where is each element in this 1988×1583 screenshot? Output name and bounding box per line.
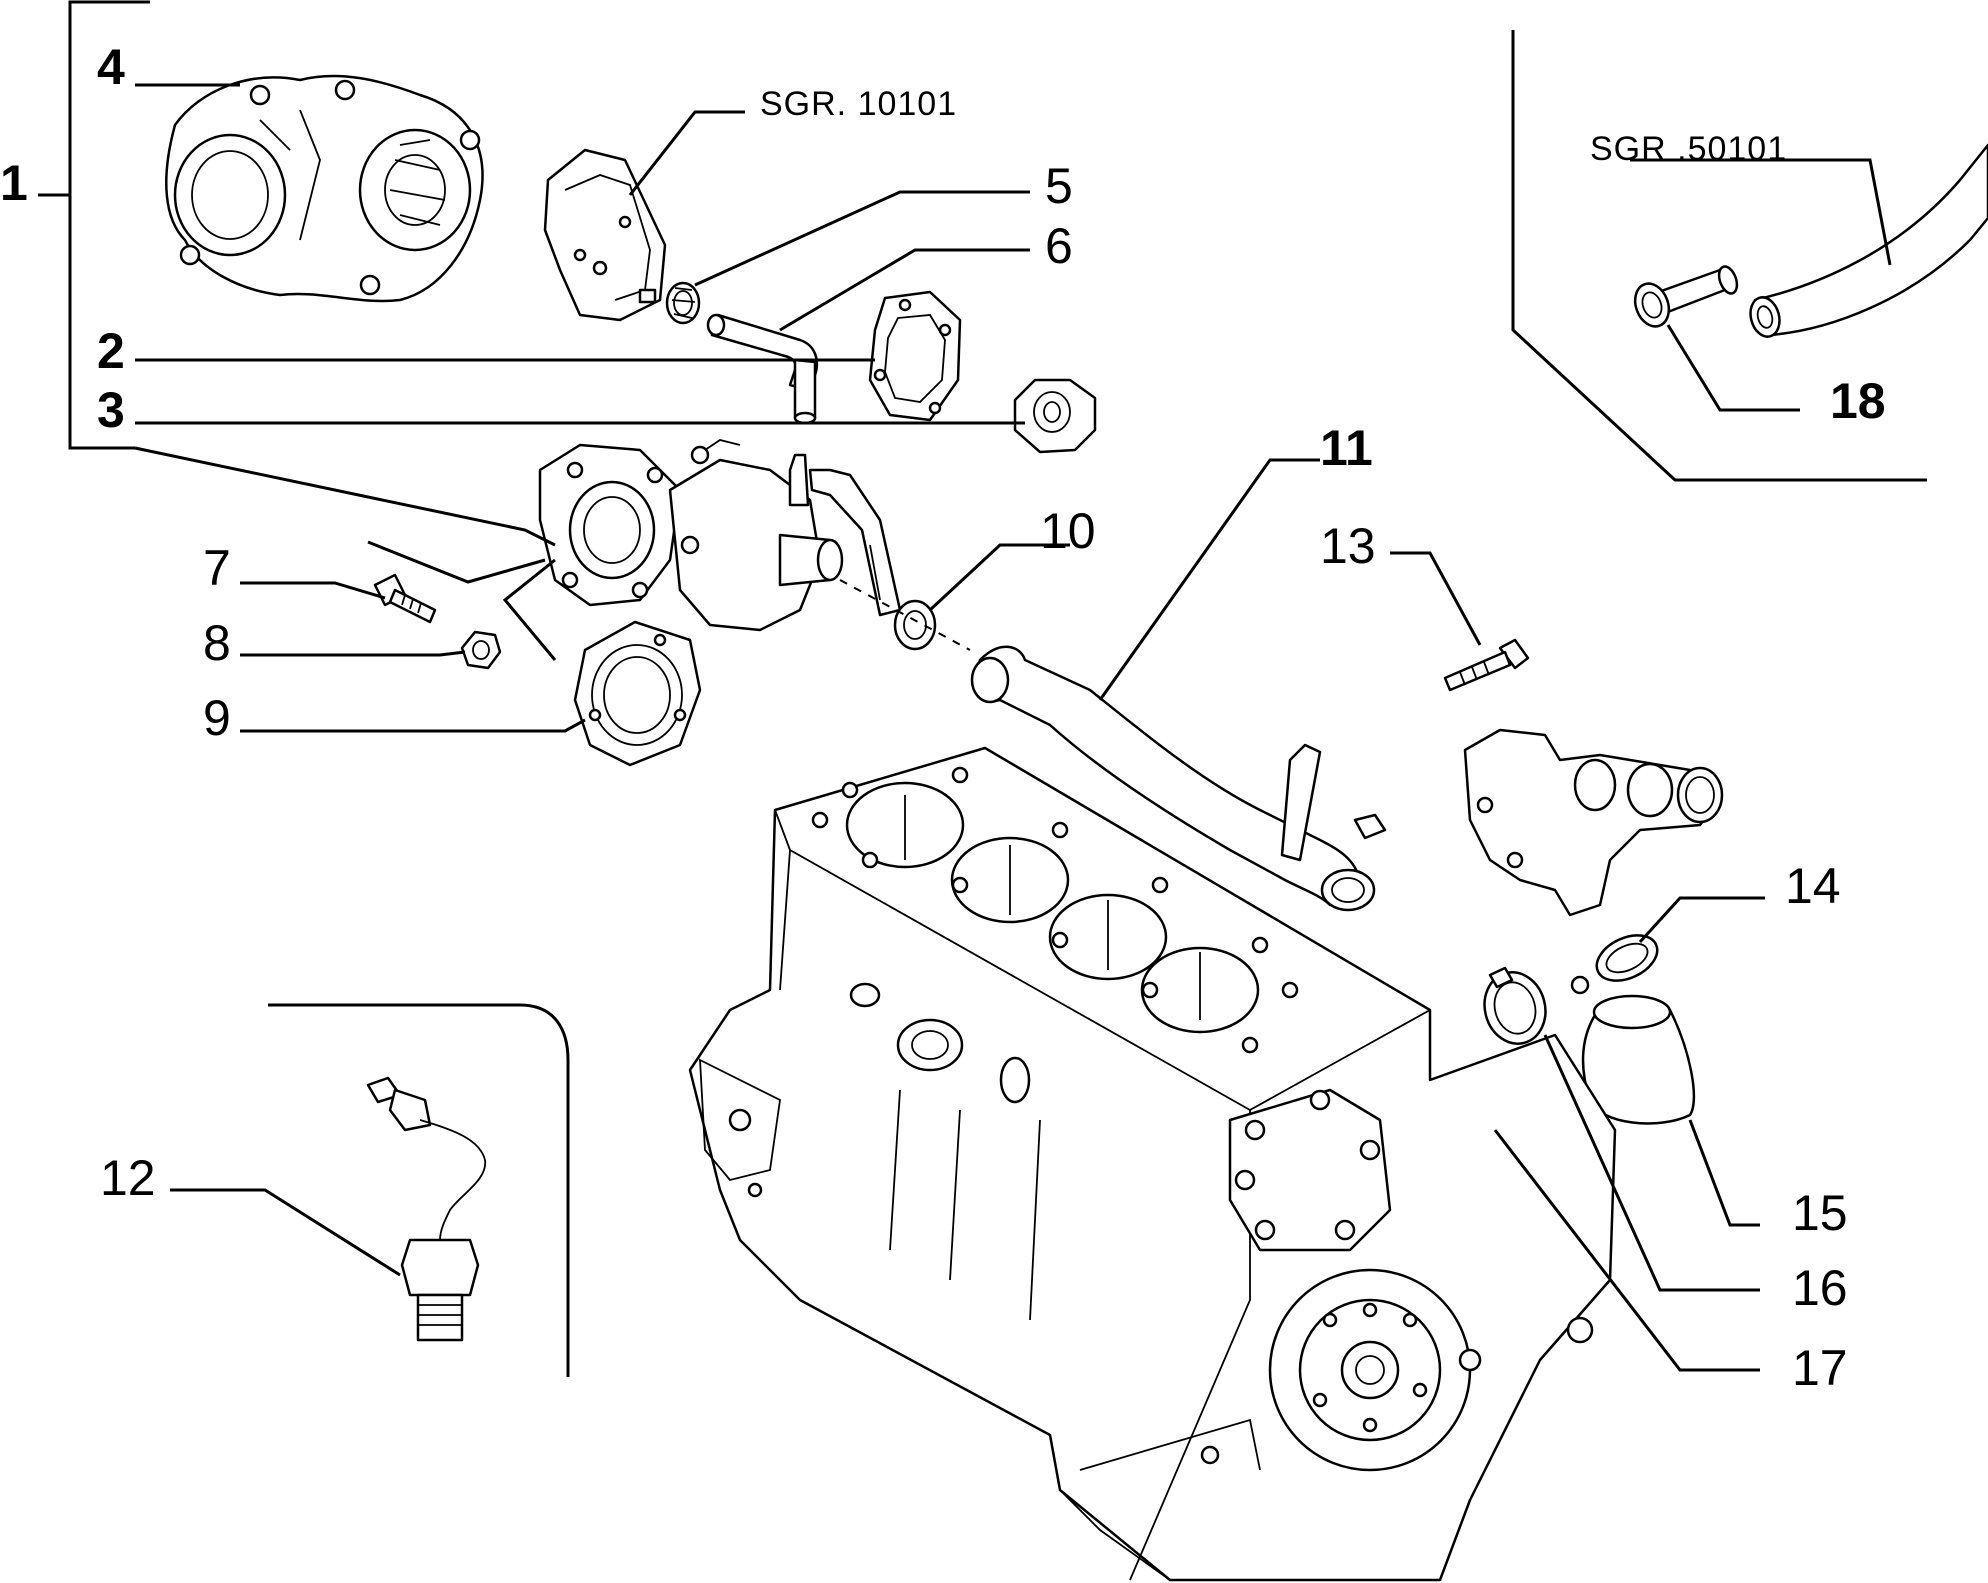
callout-14: 14 <box>1785 858 1841 914</box>
bolt-item-13 <box>1443 638 1530 692</box>
cap-item-3 <box>1013 378 1097 454</box>
callout-1: 1 <box>0 155 28 211</box>
callout-11: 11 <box>1320 420 1373 476</box>
callout-17: 17 <box>1792 1340 1848 1396</box>
callout-18: 18 <box>1830 373 1886 429</box>
reference-sgr-10101: SGR. 10101 <box>760 85 957 123</box>
callout-9: 9 <box>203 690 231 746</box>
callout-labels: 1 4 2 3 5 6 7 8 9 10 11 12 13 14 15 16 1… <box>0 39 1886 1396</box>
callout-16: 16 <box>1792 1260 1848 1316</box>
leader-lines <box>134 83 1892 1372</box>
callout-4: 4 <box>97 39 125 95</box>
engine-block <box>688 746 1617 1582</box>
nut-item-8 <box>460 630 502 670</box>
callout-6: 6 <box>1045 218 1073 274</box>
callout-7: 7 <box>203 540 231 596</box>
callout-15: 15 <box>1792 1185 1848 1241</box>
callout-12: 12 <box>100 1150 156 1206</box>
gasket-item-9 <box>573 620 702 767</box>
water-pipe-item-11 <box>970 645 1387 912</box>
thermostat-housing <box>1463 728 1724 917</box>
tube-item-6 <box>706 313 819 425</box>
callout-8: 8 <box>203 615 231 671</box>
hose-panel-item-18 <box>1511 30 1988 482</box>
group-bracket-item-1 <box>38 0 150 450</box>
gasket-item-2 <box>868 290 962 422</box>
pump-cover-plate <box>543 148 667 322</box>
reference-sgr-50101: SGR .50101 <box>1590 130 1787 168</box>
clamp-item-16 <box>1483 966 1547 1045</box>
water-pump-body <box>165 74 484 303</box>
bolt-item-7 <box>373 573 437 624</box>
hose-item-15 <box>1581 994 1696 1125</box>
bearing-item-5 <box>665 281 701 325</box>
callout-5: 5 <box>1045 158 1073 214</box>
callout-3: 3 <box>97 382 125 438</box>
callout-13: 13 <box>1320 518 1376 574</box>
seal-ring-item-10 <box>893 599 937 651</box>
callout-2: 2 <box>97 323 125 379</box>
thermostat-assembly-item-1 <box>538 439 902 632</box>
sensor-panel-item-12 <box>268 1003 570 1377</box>
clamp-item-14 <box>1570 934 1659 995</box>
callout-10: 10 <box>1040 503 1096 559</box>
